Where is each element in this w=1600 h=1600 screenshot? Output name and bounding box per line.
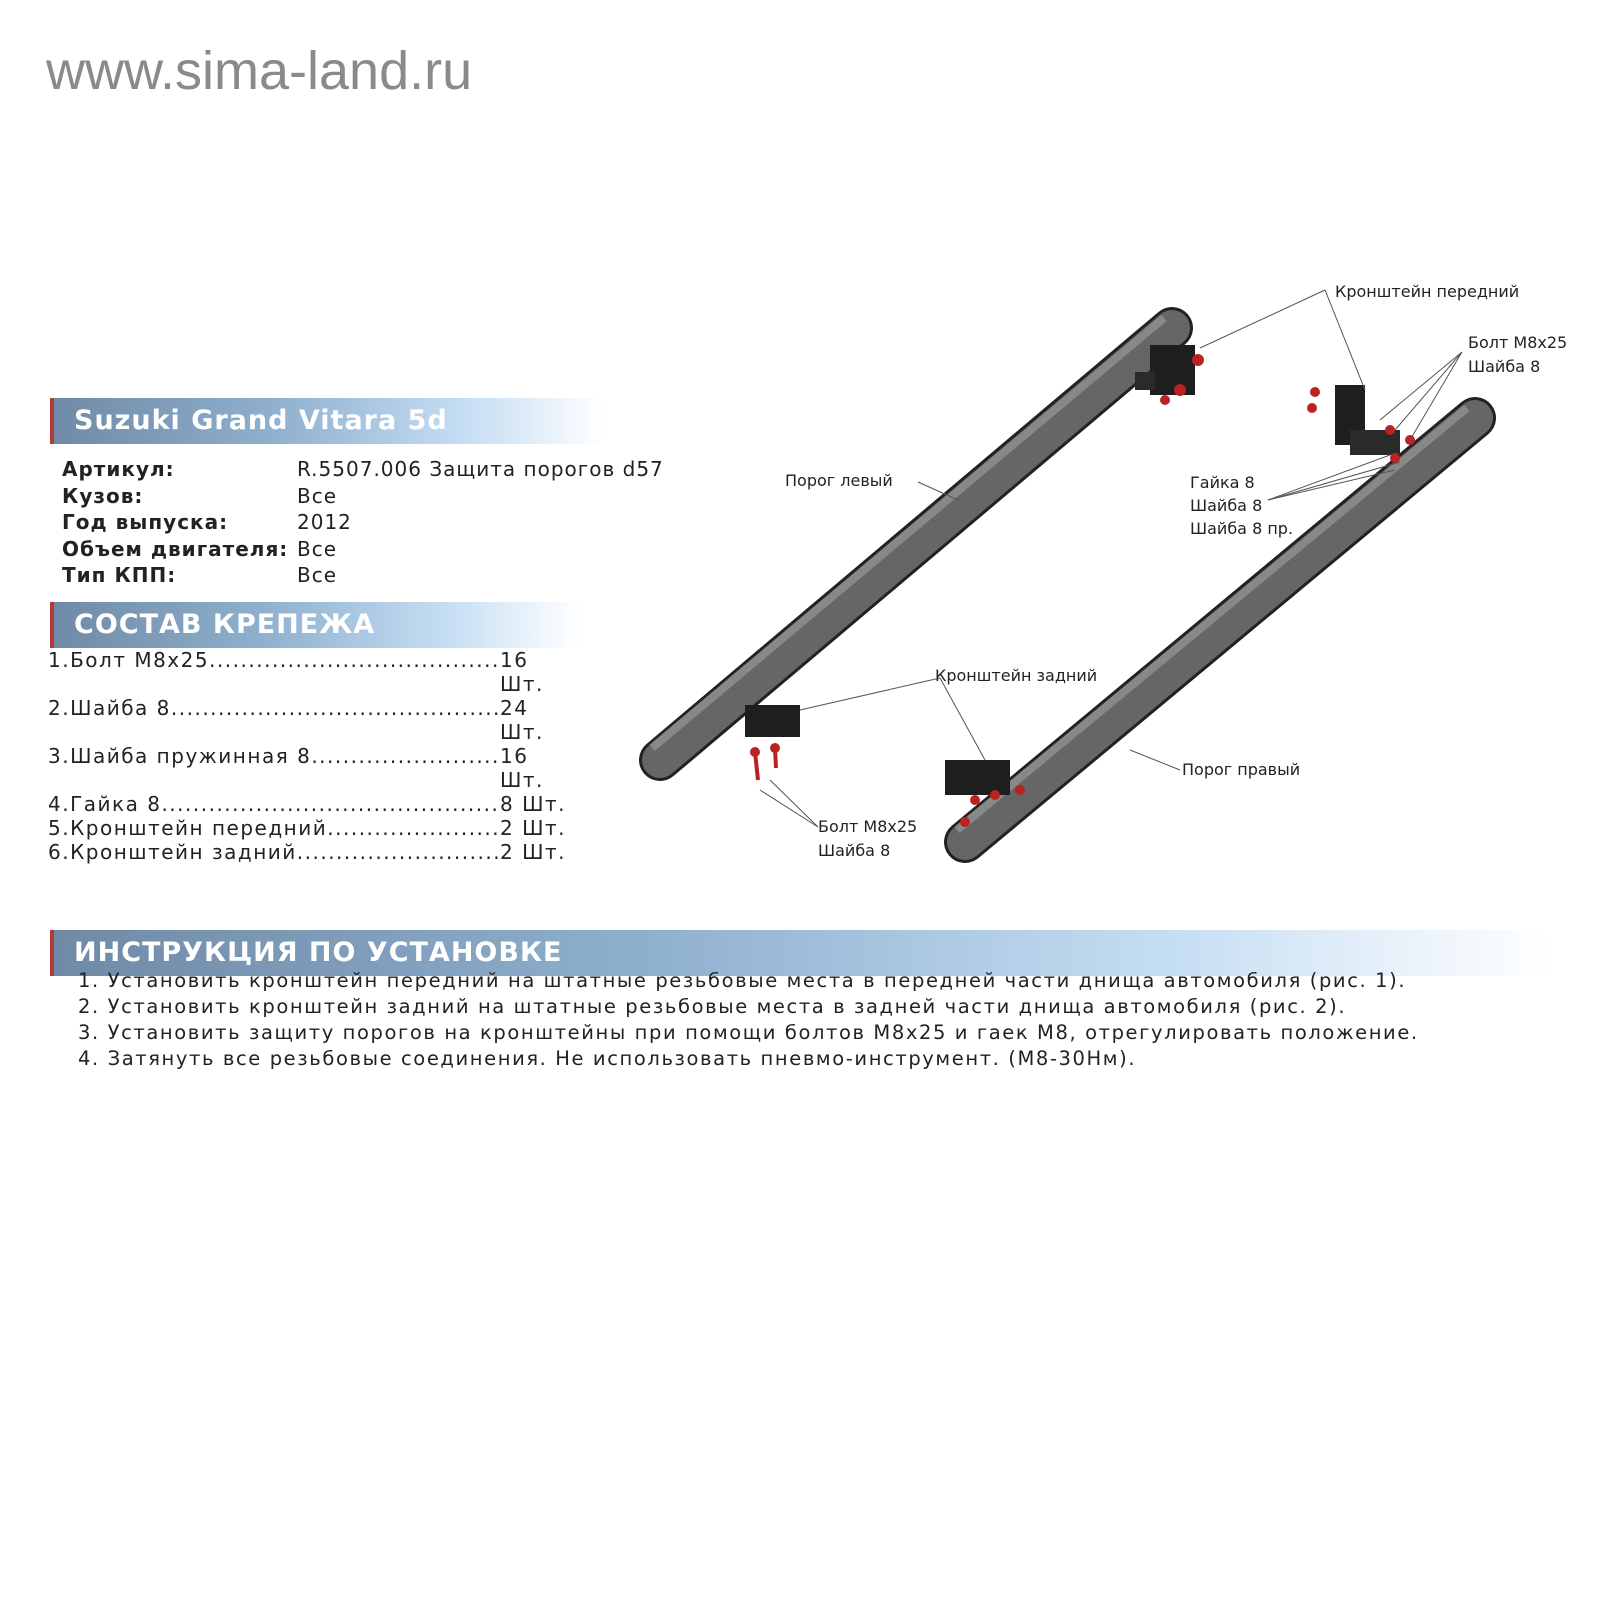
spec-value: Все [297,563,338,587]
label-washer-mid: Шайба 8 [1190,496,1262,515]
item-name: 3.Шайба пружинная 8.....................… [48,744,500,768]
front-bracket-left [1135,345,1204,405]
vehicle-title: Suzuki Grand Vitara 5d [50,398,605,444]
right-sill-tube [944,397,1496,863]
item-qty: 2 Шт. [500,816,566,840]
item-name: 5.Кронштейн передний....................… [48,816,500,840]
label-washer-bottom: Шайба 8 [818,841,890,860]
spec-row: Кузов: Все [62,483,664,510]
item-name: 1.Болт М8х25............................… [48,648,500,672]
front-bracket-right [1307,385,1415,463]
instructions-list: 1. Установить кронштейн передний на штат… [78,968,1419,1072]
rear-bracket-right [945,760,1025,827]
item-qty: 2 Шт. [500,840,566,864]
fasteners-list: 1.Болт М8х25............................… [48,648,580,864]
spec-label: Год выпуска: [62,510,229,534]
item-qty: 16 Шт. [500,744,544,792]
spec-value: Все [297,483,338,508]
spec-value: Все [297,536,338,561]
spec-value: 2012 [297,510,352,534]
instruction-step: 2. Установить кронштейн задний на штатны… [78,995,1347,1018]
spec-row: Артикул: R.5507.006 Защита порогов d57 [62,456,664,483]
leader-lines [759,289,1463,828]
spec-label: Объем двигателя: [62,536,289,561]
label-front-bracket: Кронштейн передний [1335,282,1519,301]
spec-row: Год выпуска: 2012 [62,509,664,536]
instruction-step: 1. Установить кронштейн передний на штат… [78,969,1407,992]
spec-label: Тип КПП: [62,563,177,587]
watermark: www.sima-land.ru [46,41,473,101]
item-name: 2.Шайба 8...............................… [48,696,500,720]
list-item: 3.Шайба пружинная 8.....................… [48,744,580,792]
label-right-sill: Порог правый [1182,760,1300,779]
label-bolt-bottom: Болт М8х25 [818,817,917,836]
item-name: 6.Кронштейн задний......................… [48,840,500,864]
item-qty: 8 Шт. [500,792,566,816]
instructions-heading: ИНСТРУКЦИЯ ПО УСТАНОВКЕ [50,930,1550,976]
fasteners-heading: СОСТАВ КРЕПЕЖА [50,602,580,648]
label-rear-bracket: Кронштейн задний [935,666,1097,685]
item-qty: 16 Шт. [500,648,544,696]
list-item: 5.Кронштейн передний....................… [48,816,580,840]
label-nut: Гайка 8 [1190,473,1255,492]
label-spring-washer: Шайба 8 пр. [1190,519,1293,538]
rear-bracket-left [745,705,800,781]
spec-row: Объем двигателя: Все [62,536,664,563]
spec-label: Артикул: [62,457,175,481]
list-item: 2.Шайба 8...............................… [48,696,580,744]
label-left-sill: Порог левый [785,471,893,490]
list-item: 1.Болт М8х25............................… [48,648,580,696]
spec-value: R.5507.006 Защита порогов d57 [297,457,664,481]
spec-label: Кузов: [62,483,144,508]
item-name: 4.Гайка 8...............................… [48,792,500,816]
item-qty: 24 Шт. [500,696,544,744]
spec-table: Артикул: R.5507.006 Защита порогов d57 Ку… [62,456,664,589]
instruction-step: 4. Затянуть все резьбовые соединения. Не… [78,1047,1137,1070]
instruction-step: 3. Установить защиту порогов на кронштей… [78,1021,1419,1044]
left-sill-tube [639,307,1193,781]
list-item: 4.Гайка 8...............................… [48,792,580,816]
label-bolt-top: Болт М8х25 [1468,333,1567,352]
list-item: 6.Кронштейн задний......................… [48,840,580,864]
spec-row: Тип КПП: Все [62,562,664,589]
label-washer-top: Шайба 8 [1468,357,1540,376]
